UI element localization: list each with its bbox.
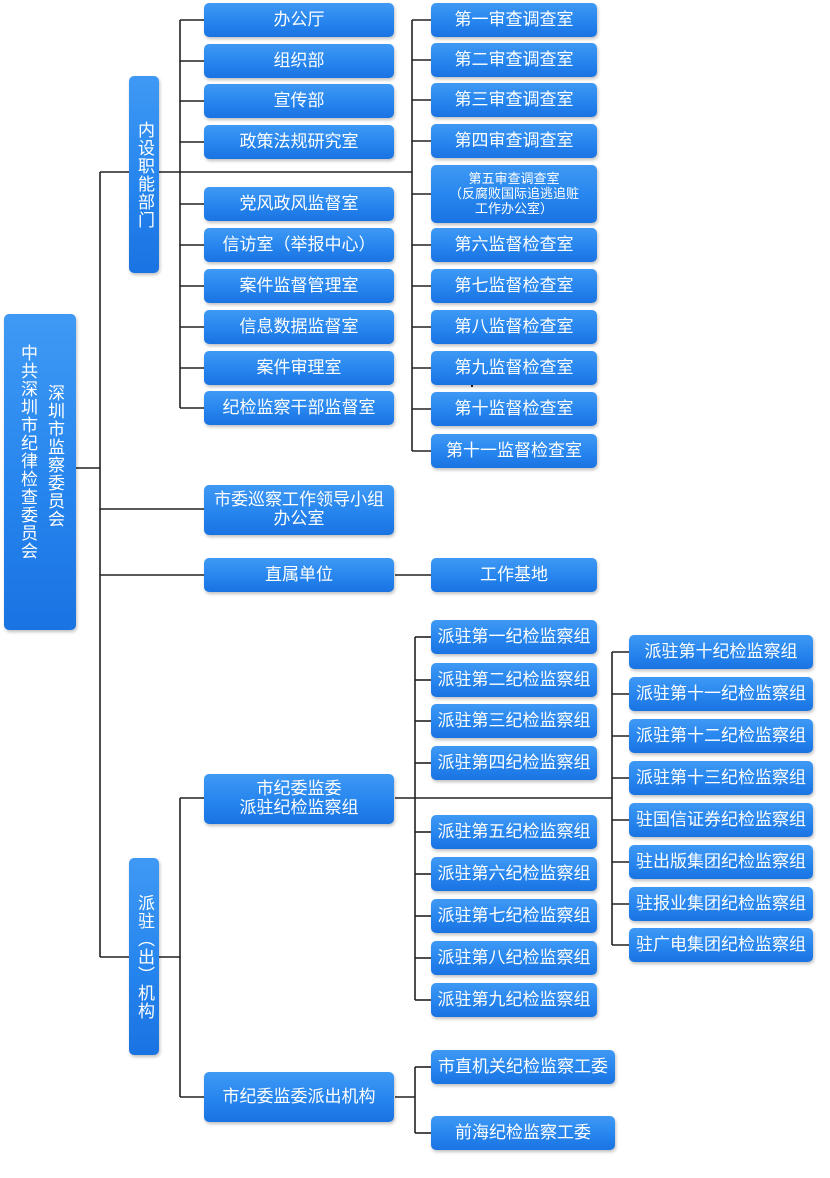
group-broadcast[interactable]: 驻广电集团纪检监察组 xyxy=(629,928,813,962)
room-investigation-5[interactable]: 第五审查调查室 （反腐败国际追逃追赃 工作办公室） xyxy=(431,165,597,223)
root-line-1: 中共深圳市纪律检查委员会 xyxy=(17,344,37,560)
group-10[interactable]: 派驻第十纪检监察组 xyxy=(629,635,813,669)
group-7[interactable]: 派驻第七纪检监察组 xyxy=(431,899,597,933)
group-1[interactable]: 派驻第一纪检监察组 xyxy=(431,620,597,654)
group-8[interactable]: 派驻第八纪检监察组 xyxy=(431,941,597,975)
dispatched-node[interactable]: 派驻（出）机构 xyxy=(129,858,159,1055)
dept-data-supervision[interactable]: 信息数据监督室 xyxy=(204,310,394,344)
inspection-office-node[interactable]: 市委巡察工作领导小组 办公室 xyxy=(204,485,394,535)
group-6[interactable]: 派驻第六纪检监察组 xyxy=(431,857,597,891)
group-3[interactable]: 派驻第三纪检监察组 xyxy=(431,704,597,738)
group-4[interactable]: 派驻第四纪检监察组 xyxy=(431,746,597,780)
root-line-2: 深圳市监察委员会 xyxy=(44,384,64,528)
group-9[interactable]: 派驻第九纪检监察组 xyxy=(431,983,597,1017)
group-5[interactable]: 派驻第五纪检监察组 xyxy=(431,815,597,849)
agency-qianhai[interactable]: 前海纪检监察工委 xyxy=(431,1116,615,1150)
root-node[interactable]: 深圳市监察委员会 中共深圳市纪律检查委员会 xyxy=(4,314,76,630)
dept-organization[interactable]: 组织部 xyxy=(204,44,394,78)
group-2[interactable]: 派驻第二纪检监察组 xyxy=(431,663,597,697)
group-13[interactable]: 派驻第十三纪检监察组 xyxy=(629,761,813,795)
dispatched-groups-node[interactable]: 市纪委监委 派驻纪检监察组 xyxy=(204,774,394,824)
room-inspection-10[interactable]: 第十监督检查室 xyxy=(431,392,597,426)
group-12[interactable]: 派驻第十二纪检监察组 xyxy=(629,719,813,753)
agency-municipal-organs[interactable]: 市直机关纪检监察工委 xyxy=(431,1050,615,1084)
dispatched-label: 派驻（出）机构 xyxy=(134,893,154,1020)
room-investigation-4[interactable]: 第四审查调查室 xyxy=(431,124,597,158)
internal-departments-node[interactable]: 内设职能部门 xyxy=(129,76,159,273)
group-newspaper[interactable]: 驻报业集团纪检监察组 xyxy=(629,887,813,921)
dept-publicity[interactable]: 宣传部 xyxy=(204,84,394,118)
internal-departments-label: 内设职能部门 xyxy=(134,120,154,229)
group-guosen-securities[interactable]: 驻国信证券纪检监察组 xyxy=(629,803,813,837)
dept-party-style[interactable]: 党风政风监督室 xyxy=(204,187,394,221)
room-inspection-7[interactable]: 第七监督检查室 xyxy=(431,269,597,303)
room-inspection-6[interactable]: 第六监督检查室 xyxy=(431,228,597,262)
room-inspection-11[interactable]: 第十一监督检查室 xyxy=(431,434,597,468)
dept-office[interactable]: 办公厅 xyxy=(204,3,394,37)
group-11[interactable]: 派驻第十一纪检监察组 xyxy=(629,677,813,711)
room-inspection-8[interactable]: 第八监督检查室 xyxy=(431,310,597,344)
room-investigation-2[interactable]: 第二审查调查室 xyxy=(431,43,597,77)
room-investigation-1[interactable]: 第一审查调查室 xyxy=(431,3,597,37)
dept-case-review[interactable]: 案件审理室 xyxy=(204,351,394,385)
room-investigation-3[interactable]: 第三审查调查室 xyxy=(431,83,597,117)
stray-dot xyxy=(471,385,473,387)
dept-petition[interactable]: 信访室（举报中心） xyxy=(204,228,394,262)
dept-case-supervision[interactable]: 案件监督管理室 xyxy=(204,269,394,303)
work-base-node[interactable]: 工作基地 xyxy=(431,558,597,592)
dept-cadre-supervision[interactable]: 纪检监察干部监督室 xyxy=(204,391,394,425)
dispatched-agencies-node[interactable]: 市纪委监委派出机构 xyxy=(204,1072,394,1122)
dept-policy-research[interactable]: 政策法规研究室 xyxy=(204,125,394,159)
direct-unit-node[interactable]: 直属单位 xyxy=(204,558,394,592)
room-inspection-9[interactable]: 第九监督检查室 xyxy=(431,351,597,385)
group-publishing[interactable]: 驻出版集团纪检监察组 xyxy=(629,845,813,879)
